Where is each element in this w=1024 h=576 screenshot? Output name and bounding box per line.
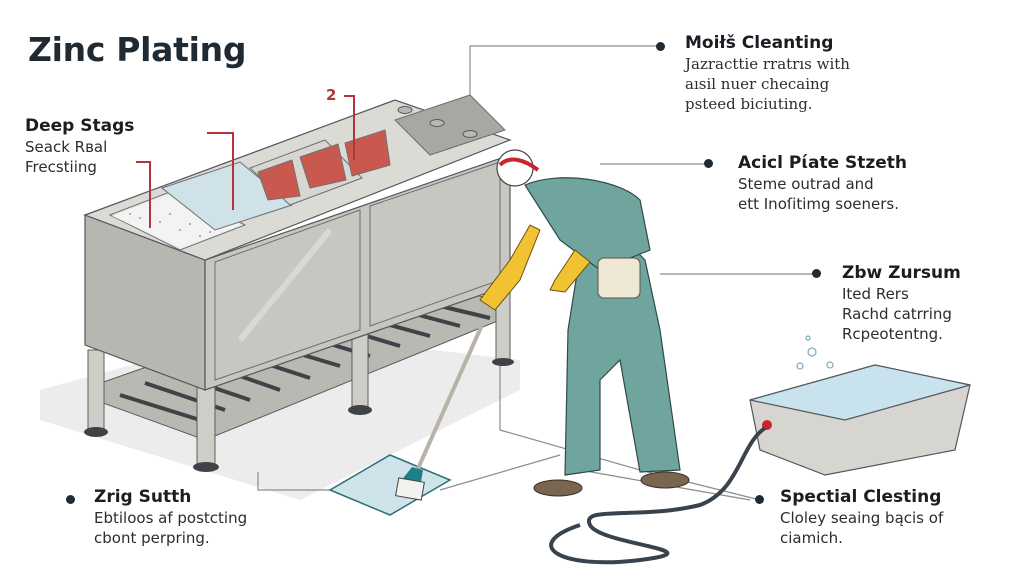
callout-line: Seack Rвal — [25, 138, 108, 156]
callout-heading: Zrig Sutth — [94, 487, 192, 507]
hose — [549, 426, 767, 565]
callout-heading: Spectial Clesting — [780, 487, 942, 507]
callout-line: Rachd catrring — [842, 305, 952, 323]
callout-dot-spectial-clesting — [755, 495, 764, 504]
diagram-title: Zinc Plating — [28, 30, 247, 69]
callout-heading: Moiłš Cleanting — [685, 33, 834, 53]
callout-heading: Acicl Pίate Stzeth — [738, 153, 908, 173]
callout-line: Jazracttie rratrıs with — [685, 55, 850, 73]
callout-zrig-sutth: Zrig Sutth Ebtiloos af postcting cbont p… — [94, 486, 247, 548]
callout-line: Ebtiloos af postcting — [94, 509, 248, 527]
callout-dot-acicl-piate — [704, 159, 713, 168]
callout-line: Steme outrad and — [738, 175, 874, 193]
red-marker-lines — [136, 95, 355, 228]
callout-line: aısil nuer checaing — [685, 75, 830, 93]
callout-line: ett Inoſitimg soeners. — [738, 195, 899, 213]
callout-dot-moist-cleanting — [656, 42, 665, 51]
callout-moist-cleanting: Moiłš Cleanting Jazracttie rratrıs with … — [685, 32, 850, 114]
callout-deep-stags: Deep Stags Seack Rвal Frecstiing — [25, 115, 134, 177]
worker — [479, 149, 690, 497]
callout-line: ciamich. — [780, 529, 843, 547]
callout-spectial-clesting: Spectial Clesting Cloley seaing bącis of… — [780, 486, 943, 548]
rinse-tank — [549, 335, 971, 565]
callout-dot-zrig-sutth — [66, 495, 75, 504]
callout-line: Rcpeotentng. — [842, 325, 943, 343]
callout-zbw-zursum: Zbw Zursum Ited Rers Rachd catrring Rcpe… — [842, 262, 961, 344]
plating-tank — [83, 94, 512, 391]
callout-line: psteed biciuting. — [685, 95, 813, 113]
callout-line: cbont perpring. — [94, 529, 210, 547]
callout-line: Cloley seaing bącis of — [780, 509, 944, 527]
callout-acicl-piate: Acicl Pίate Stzeth Steme outrad and ett … — [738, 152, 907, 214]
callout-line: Frecstiing — [25, 158, 97, 176]
tank-marker-2: 2 — [326, 86, 337, 104]
callout-dot-zbw-zursum — [812, 269, 821, 278]
callout-line: Ited Rers — [842, 285, 909, 303]
mop — [328, 324, 484, 516]
callout-heading: Zbw Zursum — [842, 263, 961, 283]
callout-heading: Deep Stags — [25, 116, 135, 136]
